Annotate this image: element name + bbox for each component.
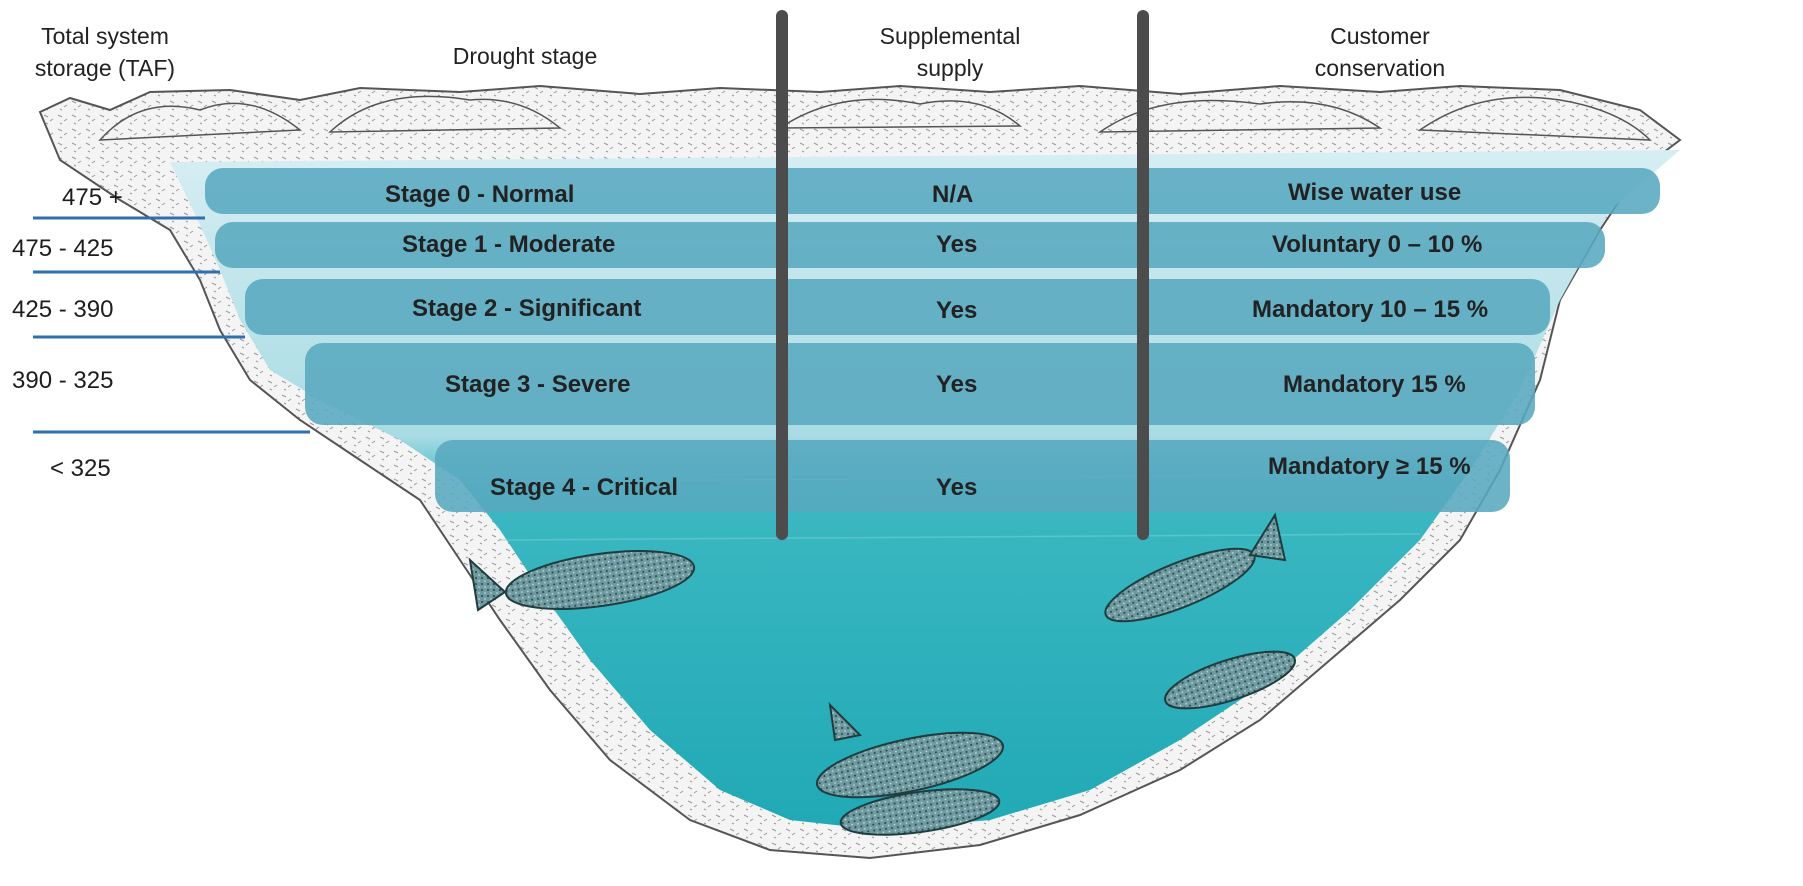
stage-label-3: Stage 3 - Severe — [445, 371, 631, 398]
supply-value-4: Yes — [936, 474, 978, 501]
storage-tier-3: 390 - 325 — [12, 367, 114, 394]
conservation-value-3: Mandatory 15 % — [1283, 371, 1466, 398]
conservation-value-0: Wise water use — [1288, 179, 1462, 206]
supply-value-2: Yes — [936, 297, 978, 324]
supply-value-1: Yes — [936, 231, 978, 258]
fish-group — [468, 512, 1296, 836]
storage-tier-0: 475 + — [62, 184, 123, 211]
header-supplemental-supply: Supplemental supply — [879, 23, 1021, 81]
stage-band-3 — [305, 343, 1535, 425]
conservation-value-4: Mandatory ≥ 15 % — [1268, 453, 1471, 480]
stage-label-4: Stage 4 - Critical — [490, 474, 679, 501]
stage-label-1: Stage 1 - Moderate — [402, 231, 616, 258]
stage-band-1 — [215, 222, 1605, 268]
stage-band-0 — [205, 168, 1660, 214]
header-customer-conservation: Customer conservation — [1314, 23, 1446, 81]
column-divider-left — [776, 10, 788, 540]
storage-tier-2: 425 - 390 — [12, 296, 114, 323]
supply-value-3: Yes — [936, 371, 978, 398]
header-storage: Total system storage (TAF) — [34, 23, 176, 81]
stage-band-4 — [435, 440, 1510, 512]
column-divider-right — [1137, 10, 1149, 540]
stage-band-2 — [245, 279, 1550, 335]
conservation-value-1: Voluntary 0 – 10 % — [1272, 231, 1483, 258]
conservation-value-2: Mandatory 10 – 15 % — [1252, 296, 1489, 323]
header-drought-stage: Drought stage — [452, 43, 598, 69]
storage-tier-1: 475 - 425 — [12, 235, 114, 262]
stage-label-0: Stage 0 - Normal — [385, 181, 575, 208]
stage-label-2: Stage 2 - Significant — [412, 295, 642, 322]
supply-value-0: N/A — [932, 181, 974, 208]
storage-divider-lines — [33, 216, 310, 434]
storage-tier-4: < 325 — [50, 455, 111, 482]
